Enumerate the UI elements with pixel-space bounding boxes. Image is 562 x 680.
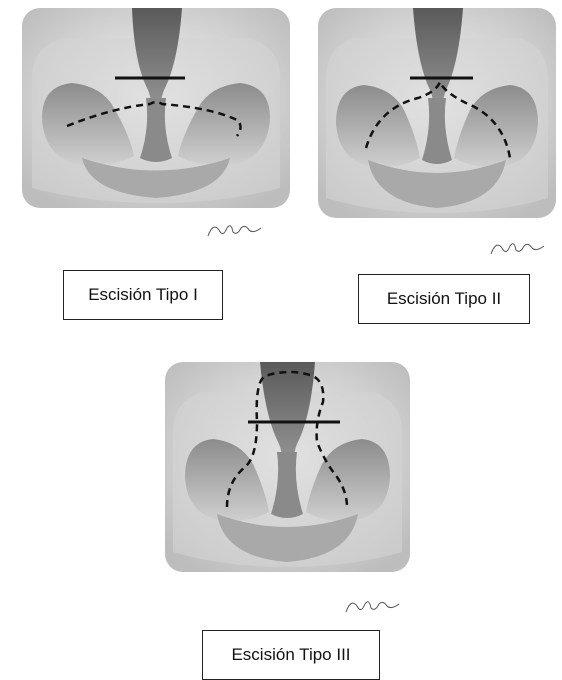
cervix-illustration-tipo-1 [22, 8, 290, 208]
label-escision-tipo-2: Escisión Tipo II [358, 274, 530, 324]
cervix-drawing-tipo-2 [318, 8, 556, 218]
cervix-drawing-tipo-1 [22, 8, 290, 208]
label-escision-tipo-1: Escisión Tipo I [63, 270, 223, 320]
artist-signature [343, 594, 403, 623]
cervix-illustration-tipo-3 [165, 362, 410, 572]
label-text: Escisión Tipo III [231, 645, 350, 665]
label-text: Escisión Tipo II [387, 289, 501, 309]
cervix-drawing-tipo-3 [165, 362, 410, 572]
label-escision-tipo-3: Escisión Tipo III [202, 630, 380, 680]
label-text: Escisión Tipo I [88, 285, 198, 305]
cervix-illustration-tipo-2 [318, 8, 556, 218]
artist-signature [205, 218, 265, 247]
artist-signature [488, 236, 548, 265]
